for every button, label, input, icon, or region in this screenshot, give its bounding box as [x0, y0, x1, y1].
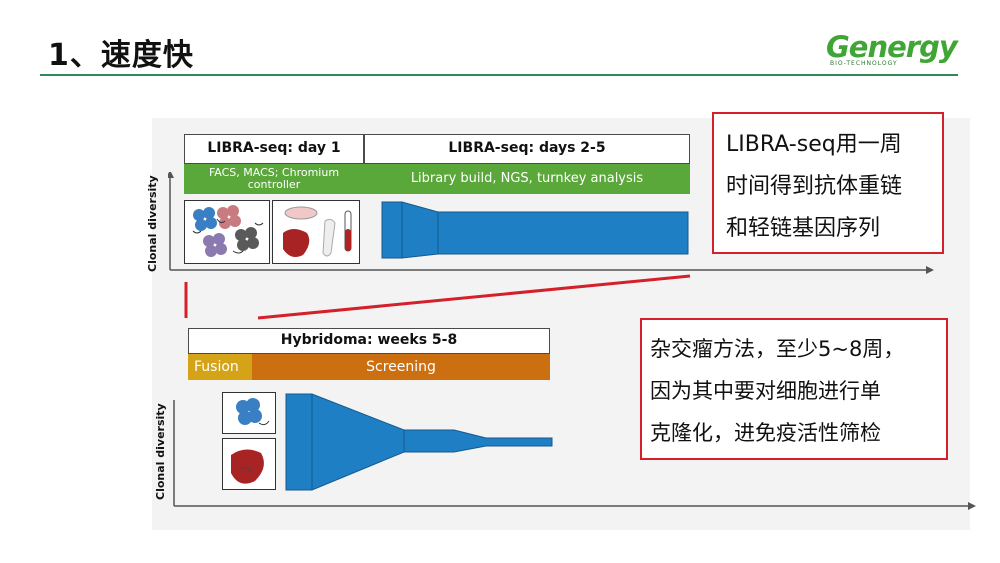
libra-callout-line-3: 和轻链基因序列 [726, 208, 942, 250]
company-logo: Genergy [826, 30, 957, 64]
hybridoma-header: Hybridoma: weeks 5-8 [188, 328, 550, 354]
hybridoma-callout: 杂交瘤方法，至少5~8周， 因为其中要对细胞进行单 克隆化，进免疫活性筛检 [640, 318, 948, 460]
hybridoma-callout-line-2: 因为其中要对细胞进行单 [650, 370, 946, 412]
libra-day1-header: LIBRA-seq: day 1 [184, 134, 364, 164]
libra-callout-line-1: LIBRA-seq用一周 [726, 124, 942, 166]
company-logo-subtitle: BIO-TECHNOLOGY [830, 60, 898, 67]
screening-bar: Screening [252, 354, 550, 380]
header-divider [40, 74, 958, 76]
libra-days25-header: LIBRA-seq: days 2-5 [364, 134, 690, 164]
libra-callout: LIBRA-seq用一周 时间得到抗体重链 和轻链基因序列 [712, 112, 944, 254]
timeline-connector-lines [180, 270, 700, 324]
hybridoma-y-axis-label: Clonal diversity [154, 403, 167, 500]
libra-y-axis-label: Clonal diversity [146, 175, 159, 272]
libra-callout-line-2: 时间得到抗体重链 [726, 166, 942, 208]
hybridoma-callout-line-3: 克隆化，进免疫活性筛检 [650, 412, 946, 454]
hybridoma-callout-line-1: 杂交瘤方法，至少5~8周， [650, 328, 946, 370]
slide-title: 1、速度快 [48, 30, 194, 74]
fusion-bar: Fusion [188, 354, 252, 380]
